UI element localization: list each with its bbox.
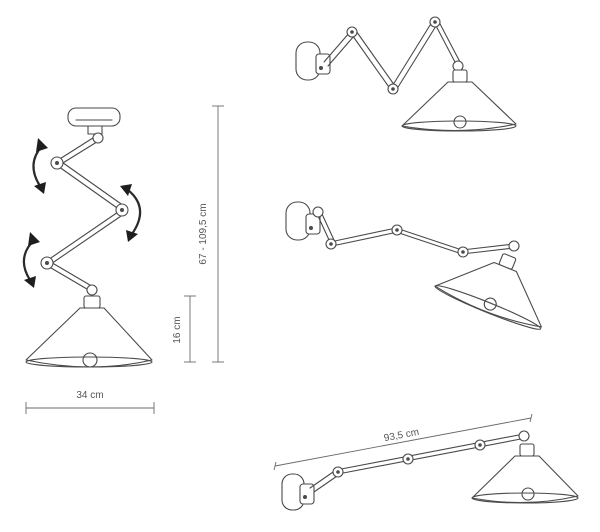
ceiling-lamp-shade [25, 295, 153, 368]
reach-label: 93,5 cm [383, 427, 420, 444]
shade-height-label: 16 cm [172, 316, 183, 343]
rotation-arrows [22, 138, 142, 288]
ceiling-lamp-figure [22, 107, 153, 368]
wall-lamp-folded [295, 16, 517, 132]
wall-lamp-fully-extended [281, 430, 579, 511]
joint-1 [92, 132, 104, 144]
width-dimension: 34 cm [25, 390, 155, 414]
wall-lamp-extended [285, 201, 542, 330]
height-dimension: 67 - 109,5 cm [198, 105, 224, 363]
joint-5 [86, 284, 98, 296]
ceiling-canopy [67, 107, 121, 127]
height-label: 67 - 109,5 cm [198, 203, 209, 264]
ceiling-scissor-arm [44, 135, 125, 293]
width-label: 34 cm [76, 390, 103, 401]
shade-height-dimension: 16 cm [172, 295, 196, 363]
